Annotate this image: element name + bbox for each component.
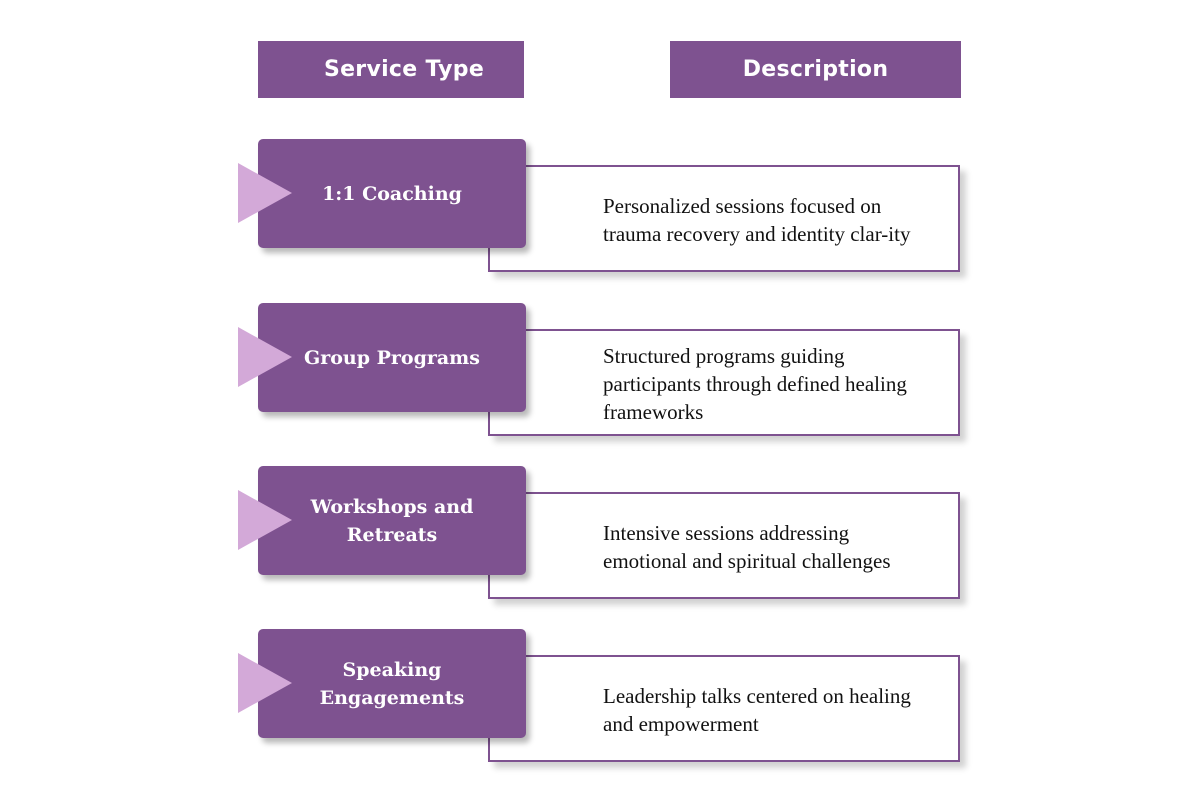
header-service-type: Service Type	[258, 41, 524, 98]
description-box: Personalized sessions focused on trauma …	[488, 165, 960, 272]
service-label-box: Speaking Engagements	[258, 629, 526, 738]
triangle-arrow-icon	[238, 163, 292, 223]
service-row-workshops: Intensive sessions addressing emotional …	[0, 466, 1200, 601]
description-text: Leadership talks centered on healing and…	[603, 684, 911, 736]
service-label: Speaking Engagements	[319, 658, 465, 709]
service-label-box: 1:1 Coaching	[258, 139, 526, 248]
service-row-group-programs: Structured programs guiding participants…	[0, 303, 1200, 438]
triangle-arrow-icon	[238, 327, 292, 387]
service-label-box: Workshops and Retreats	[258, 466, 526, 575]
service-row-coaching: Personalized sessions focused on trauma …	[0, 139, 1200, 274]
service-label: 1:1 Coaching	[322, 182, 462, 205]
description-text: Structured programs guiding participants…	[603, 344, 907, 424]
service-label: Workshops and Retreats	[310, 495, 474, 546]
description-text: Intensive sessions addressing emotional …	[603, 521, 891, 573]
description-box: Structured programs guiding participants…	[488, 329, 960, 436]
description-box: Intensive sessions addressing emotional …	[488, 492, 960, 599]
service-label: Group Programs	[303, 346, 480, 369]
header-description: Description	[670, 41, 961, 98]
triangle-arrow-icon	[238, 653, 292, 713]
triangle-arrow-icon	[238, 490, 292, 550]
service-row-speaking: Leadership talks centered on healing and…	[0, 629, 1200, 764]
description-text: Personalized sessions focused on trauma …	[603, 194, 911, 246]
description-box: Leadership talks centered on healing and…	[488, 655, 960, 762]
service-label-box: Group Programs	[258, 303, 526, 412]
